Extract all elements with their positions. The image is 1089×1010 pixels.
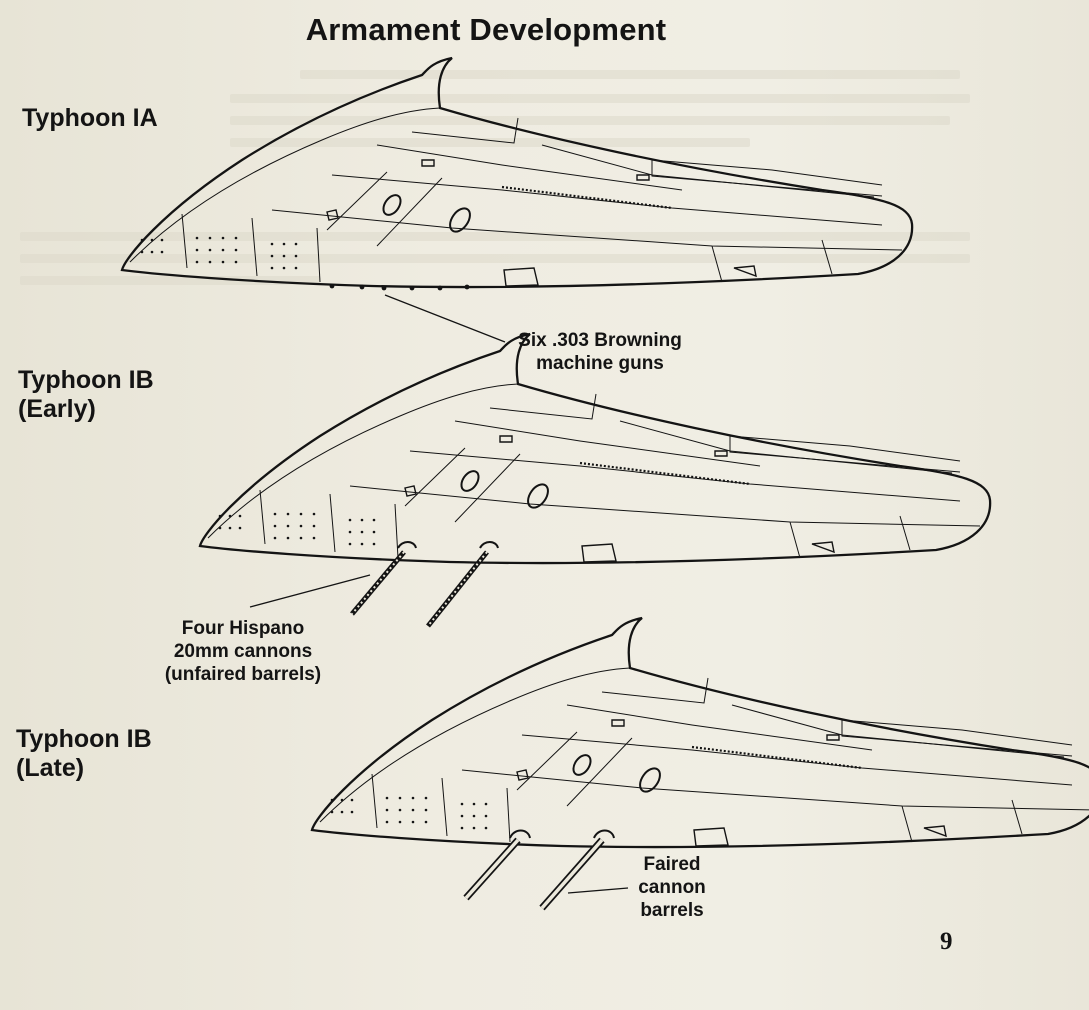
page-title: Armament Development xyxy=(305,12,667,47)
wing-typhoon-ib-early xyxy=(198,332,992,565)
variant-subtitle: (Late) xyxy=(16,754,85,782)
cannon-barrels-unfaired xyxy=(350,541,499,628)
callout-line: Four Hispano xyxy=(181,618,305,639)
wing-typhoon-ia xyxy=(120,56,914,291)
variant-name: Typhoon IA xyxy=(22,104,158,132)
machine-gun-ports xyxy=(329,283,470,291)
variant-subtitle: (Early) xyxy=(18,395,96,423)
page-number: 9 xyxy=(940,928,953,955)
callout-line: Six .303 Browning xyxy=(518,330,682,351)
callout-faired-barrels: Faired cannon barrels xyxy=(612,853,732,922)
variant-name: Typhoon IB xyxy=(18,366,154,394)
cannon-barrels-faired xyxy=(463,829,615,911)
callout-line: 20mm cannons xyxy=(173,641,313,662)
callout-line: Faired xyxy=(643,854,701,875)
leader-line xyxy=(384,294,506,343)
variant-label-typhoon-ia: Typhoon IA xyxy=(22,104,158,133)
leader-line xyxy=(249,574,371,608)
variant-label-typhoon-ib-late: Typhoon IB (Late) xyxy=(16,725,152,783)
wing-typhoon-ib-late xyxy=(310,616,1089,849)
callout-machine-guns: Six .303 Browning machine guns xyxy=(495,329,705,375)
variant-label-typhoon-ib-early: Typhoon IB (Early) xyxy=(18,366,154,424)
leader-line xyxy=(567,887,629,894)
callout-line: machine guns xyxy=(536,353,664,374)
callout-line: (unfaired barrels) xyxy=(164,664,322,685)
callout-line: cannon xyxy=(638,877,706,898)
variant-name: Typhoon IB xyxy=(16,725,152,753)
callout-cannons: Four Hispano 20mm cannons (unfaired barr… xyxy=(128,617,358,686)
callout-line: barrels xyxy=(640,900,704,921)
